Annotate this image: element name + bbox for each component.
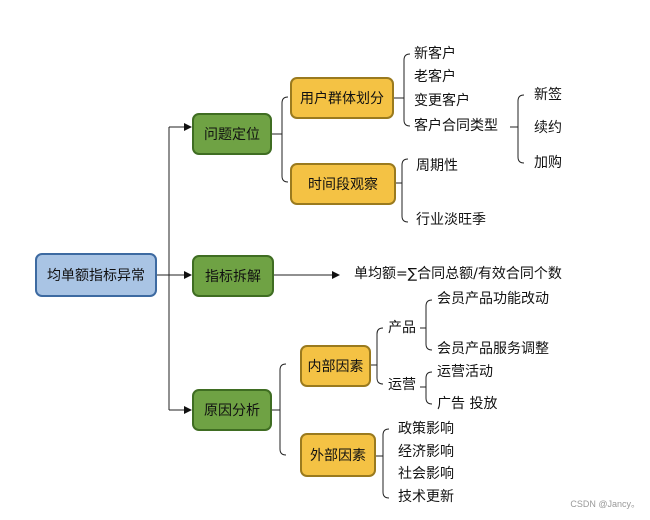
contract-type-item: 新签 — [534, 87, 562, 103]
time-item: 行业淡旺季 — [416, 212, 486, 228]
external-item: 经济影响 — [398, 444, 454, 460]
cause-node: 原因分析 — [192, 389, 272, 431]
external-node: 外部因素 — [300, 433, 376, 477]
question-bracket — [281, 96, 289, 183]
cause-bracket — [279, 363, 287, 456]
operation-item: 运营活动 — [437, 364, 493, 380]
root-label: 均单额指标异常 — [47, 268, 145, 284]
internal-node: 内部因素 — [300, 345, 371, 387]
contract-type-item: 加购 — [534, 155, 562, 171]
user-group-label: 用户群体划分 — [300, 91, 384, 107]
external-item: 政策影响 — [398, 421, 454, 437]
product-item: 会员产品功能改动 — [437, 291, 549, 307]
internal-bracket — [376, 327, 384, 385]
operation-bracket — [425, 371, 433, 405]
user-group-item: 客户合同类型 — [414, 118, 498, 134]
metric-label: 指标拆解 — [205, 269, 261, 285]
formula-text: 单均额=∑合同总额/有效合同个数 — [354, 266, 562, 282]
external-item: 社会影响 — [398, 466, 454, 482]
watermark: CSDN @Jancy。 — [570, 499, 640, 509]
user-group-item: 老客户 — [414, 69, 456, 85]
external-bracket — [382, 428, 390, 499]
time-period-bracket — [401, 158, 409, 223]
contract-type-bracket — [517, 94, 525, 164]
user-group-item: 变更客户 — [414, 93, 470, 109]
product-label: 产品 — [388, 320, 416, 336]
operation-label: 运营 — [388, 377, 416, 393]
time-period-node: 时间段观察 — [290, 163, 396, 205]
operation-item: 广告 投放 — [437, 396, 498, 412]
product-item: 会员产品服务调整 — [437, 341, 549, 357]
internal-label: 内部因素 — [307, 359, 364, 375]
question-label: 问题定位 — [204, 127, 260, 143]
external-item: 技术更新 — [398, 489, 454, 505]
contract-type-item: 续约 — [534, 120, 562, 136]
user-group-item: 新客户 — [414, 46, 456, 62]
metric-node: 指标拆解 — [192, 255, 274, 297]
time-period-label: 时间段观察 — [308, 177, 378, 193]
product-bracket — [425, 299, 433, 351]
question-node: 问题定位 — [192, 113, 272, 155]
root-node: 均单额指标异常 — [35, 253, 157, 297]
user-group-node: 用户群体划分 — [290, 77, 394, 119]
time-item: 周期性 — [416, 158, 458, 174]
cause-label: 原因分析 — [204, 403, 260, 419]
external-label: 外部因素 — [310, 448, 366, 464]
user-group-bracket — [403, 53, 411, 127]
